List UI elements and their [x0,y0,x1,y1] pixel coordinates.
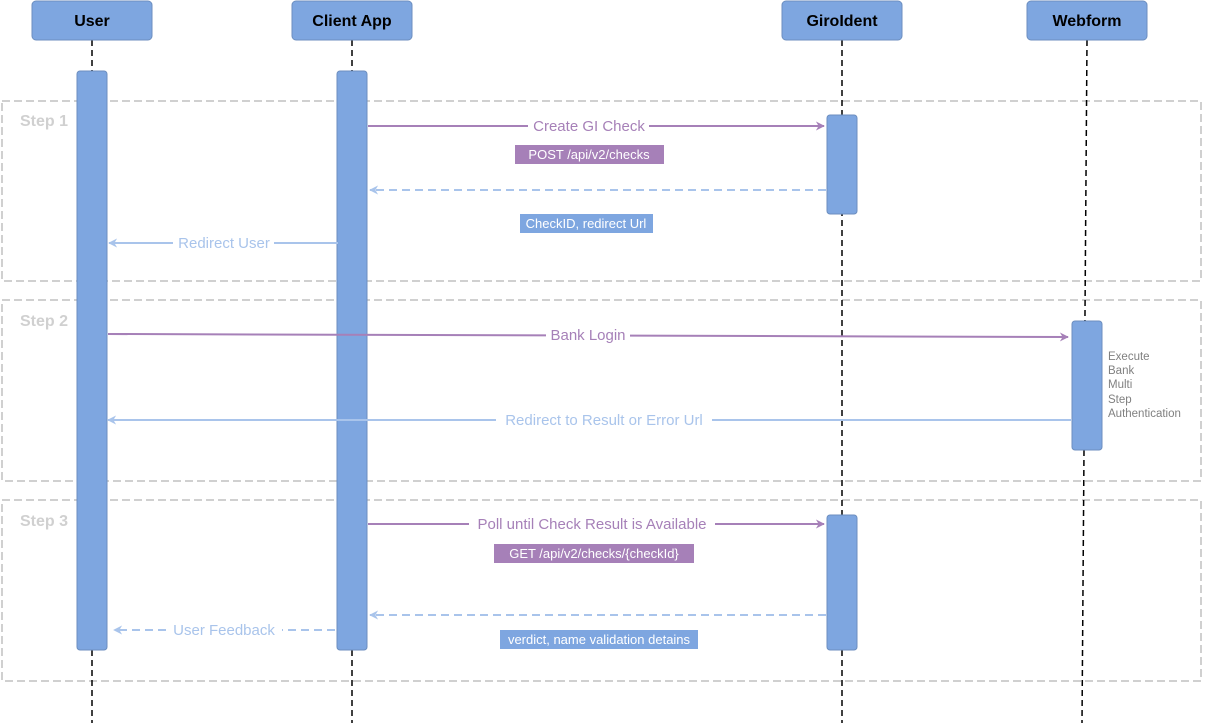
step-frame-3: Step 3 [1,499,1202,682]
message-label-create-gi-check: Create GI Check [533,118,645,135]
tag-checkid [520,214,653,233]
note-line-4: Step [1108,394,1132,406]
note-line-5: Authentication [1108,408,1181,420]
actor-giroident-label: GiroIdent [806,13,878,30]
tag-post-checks-text: POST /api/v2/checks [528,147,650,162]
message-label-bank-login: Bank Login [550,327,625,344]
actor-webform-label: Webform [1052,13,1121,30]
step-label-3: Step 3 [20,513,68,530]
tag-verdict-text: verdict, name validation detains [508,632,691,647]
actor-user-label: User [74,13,110,30]
tag-get-check [494,544,694,563]
message-label-redirect-result: Redirect to Result or Error Url [505,412,703,429]
note-bank-auth: Execute Bank Multi Step Authentication [1108,351,1181,420]
activation-webform [1071,320,1103,451]
activation-client [336,70,368,651]
message-label-user-feedback: User Feedback [173,622,275,639]
note-line-1: Execute [1108,351,1150,363]
actor-giroident: GiroIdent [781,0,903,41]
actor-client-app: Client App [291,0,413,41]
step-label-1: Step 1 [20,113,68,130]
step-frame-1: Step 1 [1,100,1202,282]
note-line-3: Multi [1108,379,1132,391]
note-line-2: Bank [1108,365,1134,377]
activation-giroident-step1 [826,114,858,215]
actor-webform: Webform [1026,0,1148,41]
tag-get-check-text: GET /api/v2/checks/{checkId} [509,546,679,561]
actor-user: User [31,0,153,41]
actor-client-app-label: Client App [312,13,392,30]
activation-user [76,70,108,651]
tag-verdict [500,630,698,649]
activation-giroident-step3 [826,514,858,651]
message-label-redirect-user: Redirect User [178,235,270,252]
step-label-2: Step 2 [20,313,68,330]
tag-post-checks [515,145,664,164]
tag-checkid-text: CheckID, redirect Url [526,216,647,231]
message-label-poll: Poll until Check Result is Available [477,516,706,533]
step-frame-2: Step 2 [1,299,1202,482]
